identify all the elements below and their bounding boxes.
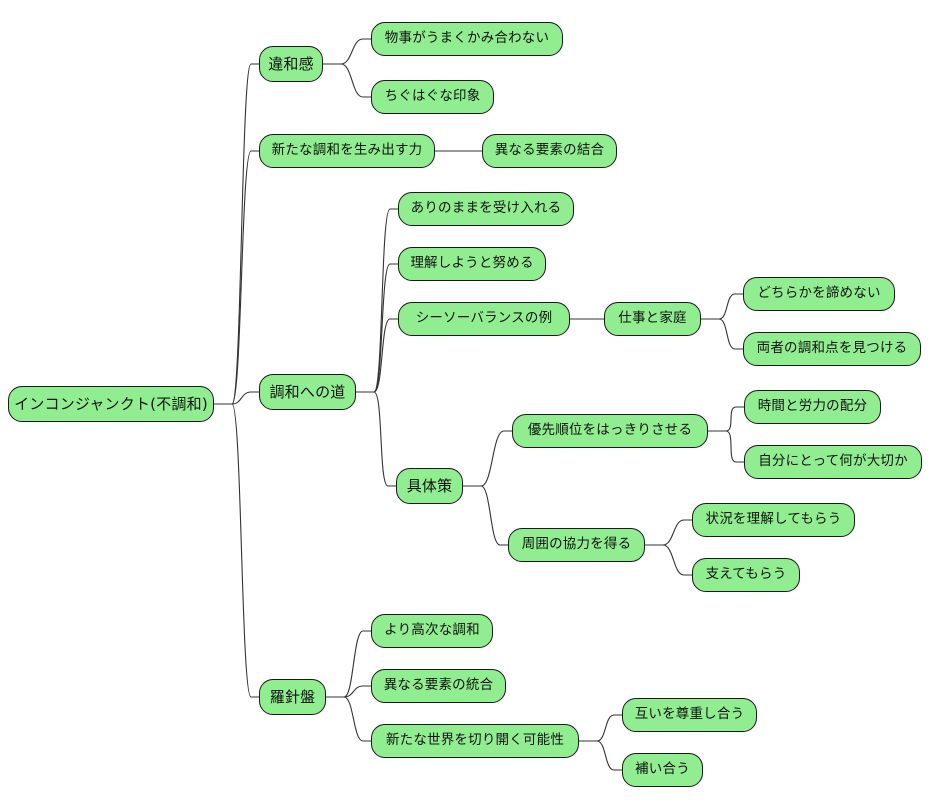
node-label: 周囲の協力を得る: [521, 536, 632, 553]
node-label: ちぐはぐな印象: [384, 88, 481, 105]
node-label: 時間と労力の配分: [757, 398, 868, 415]
edge-b3c4a-to-b3c4a2: [725, 430, 745, 463]
edge-b3c4-to-b3c4b: [480, 485, 509, 546]
edge-b1-to-b1c2: [340, 63, 372, 98]
node-label: 新たな調和を生み出す力: [271, 142, 423, 159]
node-label: 優先順位をはっきりさせる: [527, 422, 693, 439]
node-label: 具体策: [406, 476, 453, 495]
edge-b3c4b-to-b3c4b2: [662, 544, 693, 576]
mindmap-node-b4[interactable]: 羅針盤: [259, 679, 326, 715]
mindmap-node-b3c4a2[interactable]: 自分にとって何が大切か: [744, 445, 922, 479]
edge-b4c3-to-b4c3a: [596, 714, 623, 742]
edge-b3-to-b3c4: [373, 391, 397, 487]
node-label: ありのままを受け入れる: [410, 200, 562, 217]
mindmap-node-b2[interactable]: 新たな調和を生み出す力: [259, 134, 435, 168]
node-label: 互いを尊重し合う: [634, 706, 745, 723]
mindmap-node-b3[interactable]: 調和への道: [259, 374, 356, 410]
node-label: 両者の調和点を見つける: [756, 340, 908, 357]
edge-b4c3-to-b4c3b: [596, 740, 623, 771]
edge-root-to-b3: [231, 391, 260, 405]
node-label: 自分にとって何が大切か: [758, 453, 908, 470]
node-label: 支えてもらう: [705, 566, 787, 583]
edge-b4-to-b4c3: [343, 696, 372, 742]
edge-b3c4b-to-b3c4b1: [662, 519, 693, 546]
node-label: 理解しようと努める: [410, 255, 534, 272]
mindmap-node-b3c1[interactable]: ありのままを受け入れる: [398, 192, 574, 226]
edge-b3c4-to-b3c4a: [480, 430, 513, 487]
mindmap-node-b3c3a2[interactable]: 両者の調和点を見つける: [743, 332, 921, 366]
mindmap-node-b3c3a[interactable]: 仕事と家庭: [604, 302, 701, 336]
node-label: シーソーバランスの例: [415, 310, 553, 327]
mindmap-node-b3c3[interactable]: シーソーバランスの例: [398, 302, 570, 336]
mindmap-node-b1[interactable]: 違和感: [259, 46, 323, 82]
edge-b3c3a-to-b3c3a1: [718, 293, 744, 320]
node-label: インコンジャンクト(不調和): [14, 394, 208, 413]
mindmap-node-b3c4a1[interactable]: 時間と労力の配分: [744, 390, 881, 424]
edge-b3-to-b3c3: [373, 318, 399, 393]
edge-b3c4a-to-b3c4a1: [725, 406, 745, 432]
mindmap-node-b4c3b[interactable]: 補い合う: [622, 753, 703, 787]
edge-b1-to-b1c1: [340, 38, 372, 65]
node-label: 調和への道: [269, 382, 346, 401]
mindmap-node-b3c3a1[interactable]: どちらかを諦めない: [743, 277, 895, 311]
mindmap-node-b3c4[interactable]: 具体策: [396, 468, 463, 504]
node-label: 補い合う: [635, 761, 690, 778]
node-label: より高次な調和: [384, 622, 480, 639]
mindmap-node-b1c2[interactable]: ちぐはぐな印象: [371, 80, 494, 114]
node-label: 羅針盤: [269, 687, 316, 706]
mindmap-root-node[interactable]: インコンジャンクト(不調和): [8, 386, 214, 422]
node-label: 新たな世界を切り開く可能性: [385, 732, 565, 749]
mindmap-node-b4c1[interactable]: より高次な調和: [371, 614, 493, 648]
mindmap-node-b2c1[interactable]: 異なる要素の結合: [482, 134, 617, 168]
mindmap-node-b3c4b[interactable]: 周囲の協力を得る: [508, 528, 645, 562]
edge-b3c3a-to-b3c3a2: [718, 318, 744, 350]
mindmap-node-b4c2[interactable]: 異なる要素の統合: [371, 669, 506, 703]
mindmap-node-b4c3a[interactable]: 互いを尊重し合う: [622, 698, 757, 732]
node-label: 違和感: [268, 54, 314, 73]
mindmap-node-b3c4a[interactable]: 優先順位をはっきりさせる: [512, 414, 708, 448]
mindmap-node-b3c4b2[interactable]: 支えてもらう: [692, 558, 800, 592]
edge-b3-to-b3c2: [373, 263, 399, 393]
edge-root-to-b4: [231, 403, 260, 698]
edge-b4-to-b4c1: [343, 630, 372, 698]
node-label: 物事がうまくかみ合わない: [384, 30, 550, 47]
node-label: 仕事と家庭: [618, 310, 687, 327]
edge-root-to-b1: [231, 63, 260, 405]
mindmap-node-b3c2[interactable]: 理解しようと努める: [398, 247, 546, 281]
edge-root-to-b2: [231, 150, 260, 405]
node-label: 異なる要素の結合: [494, 142, 605, 159]
mindmap-node-b3c4b1[interactable]: 状況を理解してもらう: [692, 503, 855, 537]
mindmap-node-b1c1[interactable]: 物事がうまくかみ合わない: [371, 22, 563, 56]
node-label: どちらかを諦めない: [757, 285, 881, 302]
edge-b3-to-b3c1: [373, 208, 399, 393]
node-label: 異なる要素の統合: [383, 677, 494, 694]
node-label: 状況を理解してもらう: [705, 511, 842, 528]
mindmap-node-b4c3[interactable]: 新たな世界を切り開く可能性: [371, 724, 579, 758]
edge-b4-to-b4c2: [343, 685, 372, 698]
